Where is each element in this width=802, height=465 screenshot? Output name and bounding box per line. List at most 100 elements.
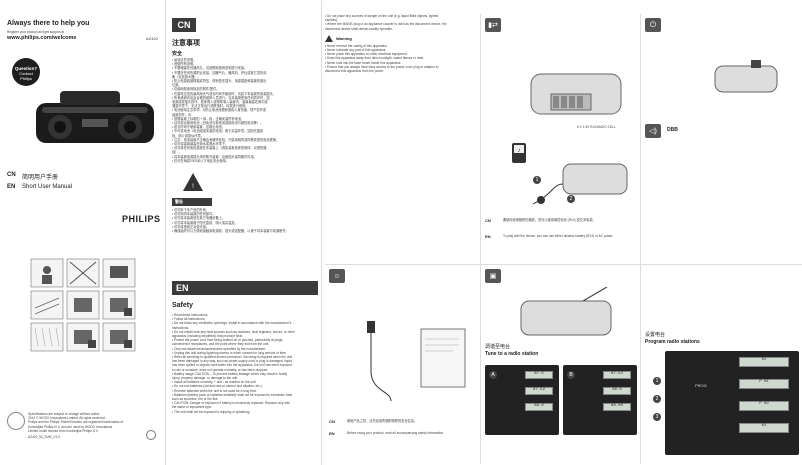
en-warning-label: Warning	[336, 35, 352, 41]
lcd-readout: 87.52	[603, 371, 631, 379]
en-section-code: EN	[172, 281, 318, 295]
safety-line: disconnect device shall remain readily o…	[325, 26, 393, 31]
cn-line: • 电池使用注意事项 - 为防止电池泄漏而造成人身伤害、财产损坏或	[172, 108, 267, 113]
read-safety-panel: ☺ CN 使用产品之前，请先阅读所随附随附的安全信息。 EN Before us…	[325, 264, 480, 464]
cn-line: 装置损坏，请：	[172, 112, 195, 117]
badge-line-1: Question?	[14, 66, 38, 71]
philips-shield-icon	[7, 412, 25, 430]
cn-line: • 切勿将装置暴露在滴水或溅水环境下。	[172, 142, 229, 147]
en-line: apparatus (including amplifiers) that pr…	[172, 334, 243, 339]
warning-line: • Never place this apparatus on other el…	[325, 52, 408, 57]
en-line: • Do not mix batteries (old and new or c…	[172, 384, 263, 389]
en-line: injury, property damage, or damage to th…	[172, 376, 239, 381]
safety-pictogram-grid	[30, 258, 136, 352]
boombox-illustration	[36, 91, 154, 143]
svg-text:!: !	[192, 184, 194, 190]
power-button-illustration	[714, 60, 778, 93]
en-line: • CAUTION: Danger of explosion if batter…	[172, 401, 291, 406]
radio-icon: ▣	[485, 269, 501, 283]
speaker-icon: ◁)	[645, 124, 661, 138]
warning-line: • Never look into the laser beam inside …	[325, 60, 402, 65]
en-line: • Battery usage CAUTION – To prevent bat…	[172, 371, 288, 376]
lang-cn-code: CN	[7, 172, 16, 178]
cn-section-code: CN	[172, 18, 196, 32]
read-en-code: EN	[329, 431, 335, 436]
cn-line: • 所有维修均应由合格的维修人员进行。当本装置受到任何损坏时，如	[172, 95, 270, 100]
en-line: • Refer all servicing to qualified servi…	[172, 355, 292, 360]
en-line: convenience receptacles, and the point w…	[172, 342, 270, 347]
read-manual-icon: ☺	[329, 269, 345, 283]
footer-line: 2014 © WOOX Innovations Limited. All rig…	[28, 416, 106, 421]
class1-laser-icon: !	[183, 173, 203, 191]
tune-cn-title: 调谐至电台	[485, 344, 511, 350]
cn-line: • 请勿混合使用电池（旧电池与新电池或碳电池与碱性电池等）。	[172, 121, 264, 126]
cn-warning-label: 警告	[172, 198, 212, 206]
en-line: • Follow all instructions.	[172, 317, 206, 322]
en-line: • Batteries (battery pack or batteries i…	[172, 392, 293, 397]
accessories-illustration	[367, 321, 466, 402]
en-line: • Read these instructions.	[172, 313, 209, 317]
cn-warning-line: • 切勿将本装置放在其它电器设备上。	[172, 216, 226, 221]
en-line: • Protect the power cord from being walk…	[172, 338, 284, 343]
cn-line: • 仅使用制造商指定的附件/配件。	[172, 87, 220, 92]
mp3-player-icon: ♪	[512, 143, 526, 163]
en-line: • Install all batteries correctly, + and…	[172, 380, 257, 385]
doc-code: AZ420_93_SUM_V1.0	[28, 435, 60, 440]
en-line: • The unit shall not be exposed to dripp…	[172, 409, 251, 414]
svg-text:♪: ♪	[518, 148, 521, 154]
tune-en-title: Tune to a radio station	[485, 351, 539, 357]
cn-warning-box: 警告 • 切勿拆下本产品的外壳。 • 切勿润滑本装置的任何部件。 • 切勿将本装…	[172, 198, 318, 233]
safety-column: CN 注意事项 安全 • 阅读这些说明。 • 遵循所有说明。 • 不要堵塞任何通…	[168, 0, 322, 465]
tune-panel: ▣ 调谐至电台 Tune to a radio station 87.5 87.…	[480, 264, 640, 464]
footer-line: Philips and the Philips' Shield Emblem a…	[28, 420, 124, 425]
program-en-title: Program radio stations	[645, 339, 700, 345]
lcd-readout: 87.5	[525, 371, 553, 379]
cn-warning-line: • 切勿将视线正对激光束。	[172, 224, 210, 229]
lang-en-code: EN	[7, 184, 16, 190]
warning-line: • Never lubricate any part of this appar…	[325, 48, 387, 53]
cn-safety-heading: 安全	[172, 51, 183, 57]
cn-safety-list: • 阅读这些说明。 • 遵循所有说明。 • 不要堵塞任何通风孔。请按照制造商说明…	[172, 58, 318, 163]
prog-mode-label: PROG	[695, 383, 707, 388]
tune-display-b: 87.52 88.0 88.00 B	[563, 365, 637, 435]
cn-warning-line: • 切勿润滑本装置的任何部件。	[172, 212, 216, 217]
step-number: 1	[533, 176, 541, 184]
badge-line-3: Philips	[20, 76, 32, 81]
model-number: AZ420	[146, 36, 158, 41]
cn-section-title: 注意事项	[172, 40, 200, 47]
step-number: A	[489, 371, 497, 379]
question-badge: Question? Contact Philips	[12, 58, 40, 86]
power-cn-code: CN	[485, 218, 491, 223]
ac-cable-illustration	[533, 163, 628, 205]
lang-cn-title: 简明用户手册	[22, 175, 59, 181]
en-line: • Do not install near any heat sources s…	[172, 329, 295, 334]
cn-line: 烛）。	[172, 150, 182, 155]
cn-line: • 若长时间不使用装置，应取出电池。	[172, 125, 226, 130]
en-line: • Remove batteries when the unit is not …	[172, 388, 258, 393]
warning-line: disconnect this apparatus from the power…	[325, 69, 385, 74]
lang-en-title: Short User Manual	[22, 184, 73, 190]
warning-line: • Ensure that you always have easy acces…	[325, 64, 439, 69]
cn-line: 电源线或插头损坏、液体溅入或物体落入装置内、装置暴露在雨中或	[172, 100, 268, 105]
cover-footer: Specifications are subject to change wit…	[28, 412, 128, 439]
safety-line: • Do not place any sources of danger on …	[325, 14, 439, 18]
en-line: • Do not block any ventilation openings.…	[172, 321, 292, 326]
warning-triangle-icon	[325, 34, 333, 42]
warning-line: • Keep this apparatus away from direct s…	[325, 56, 424, 61]
cn-line: • 按照装置上标明的 + 和 - 极，正确安装所有电池。	[172, 116, 245, 121]
power-icon: ⏻	[645, 18, 661, 32]
cover-tagline: Always there to help you	[7, 20, 90, 27]
step-number: 2	[567, 195, 575, 203]
program-display: 01 P 01 P 02 01 PROG	[665, 351, 799, 455]
safety-line: • Where the MAINS plug or an appliance c…	[325, 22, 447, 27]
cn-line: • 在雷电交加的暴风雨天气或长时间不使用时，请拔下本装置的电源插头。	[172, 91, 276, 96]
battery-spec-label: 6 X 1.5V R14/UM2/C CELL	[577, 125, 616, 129]
support-url[interactable]: www.philips.com/welcome	[7, 35, 77, 41]
cn-line: 处、明火或类似环境。	[172, 133, 204, 138]
cover-panel: Always there to help you Register your p…	[0, 0, 166, 465]
read-cn-code: CN	[329, 419, 335, 424]
read-en-text: Before using your product, read all acco…	[347, 431, 445, 435]
cn-line: • 遵循所有说明。	[172, 62, 197, 67]
step-number: B	[567, 371, 575, 379]
cn-line: • 阅读这些说明。	[172, 58, 197, 62]
